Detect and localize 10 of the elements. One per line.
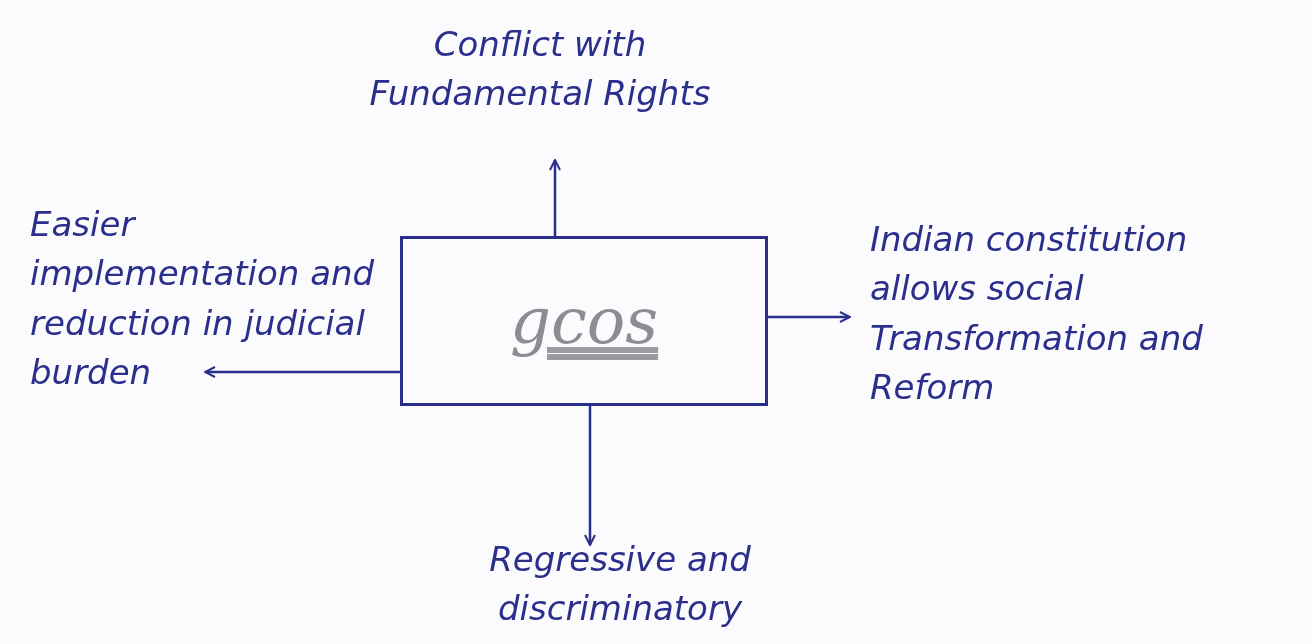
process-box [400, 236, 768, 406]
handwritten-note: Regressive and discriminatory [410, 535, 830, 635]
arrow [204, 366, 400, 378]
arrow [549, 159, 561, 236]
box-label: gcos [509, 284, 659, 358]
handwritten-note: Easier implementation and reduction in judicial burden [30, 200, 400, 400]
arrow [768, 311, 851, 323]
handwritten-note: Indian constitution allows social Transformation and Reform [870, 215, 1300, 475]
handwritten-note: Conflict with Fundamental Rights [360, 20, 720, 120]
arrow [584, 406, 596, 546]
